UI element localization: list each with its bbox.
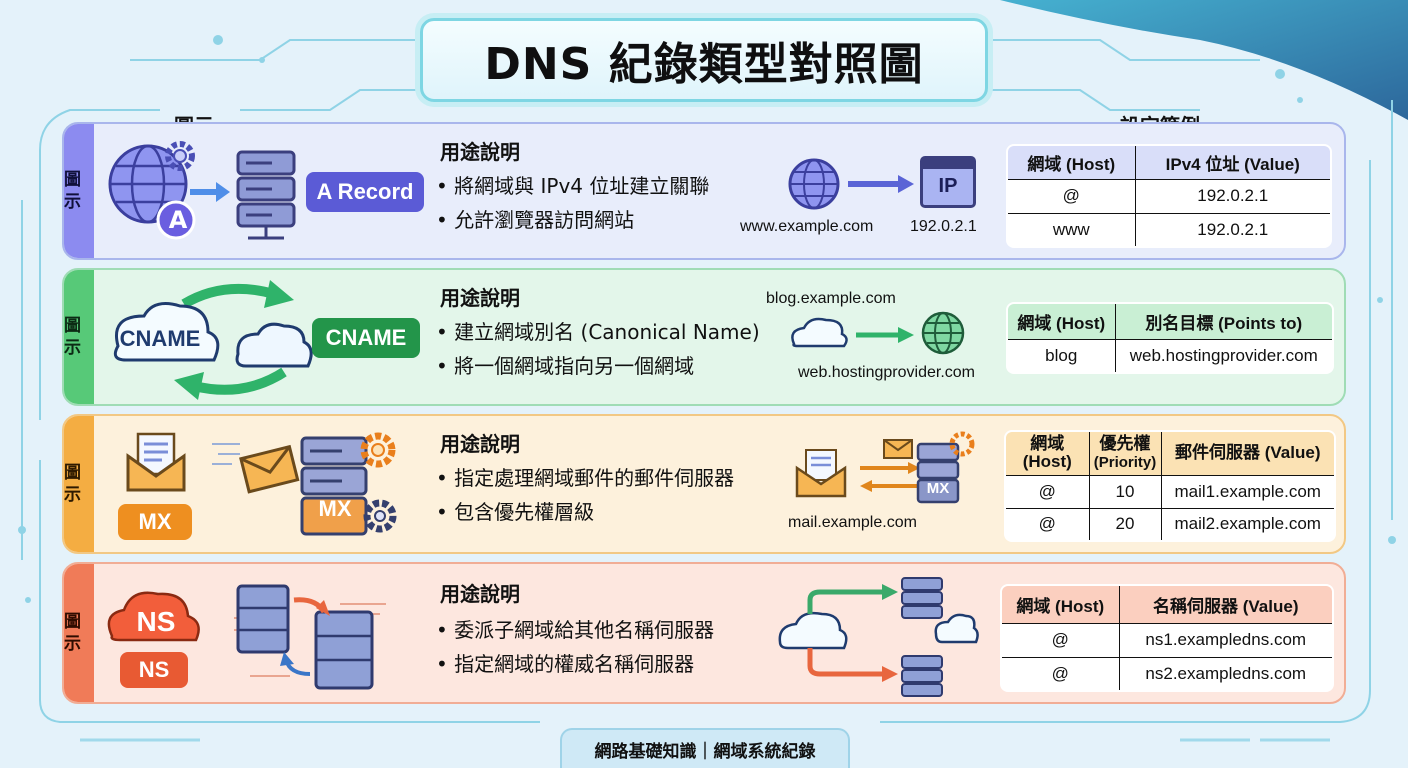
cname-table: 網域 (Host) 別名目標 (Points to) blog web.host… <box>1006 302 1334 374</box>
desc-title: 用途說明 <box>440 582 520 606</box>
ip-box-label: IP <box>938 175 958 197</box>
table-header: 別名目標 (Points to) <box>1114 304 1332 340</box>
side-label: 圖示 <box>64 416 94 552</box>
arrow-right-icon <box>190 182 230 202</box>
mail-icon <box>126 432 186 492</box>
desc-line-2: • 指定網域的權威名稱伺服器 <box>436 652 695 676</box>
mx-server-label: MX <box>318 496 352 521</box>
ns-badge: NS <box>120 652 188 688</box>
panel-a-record: 圖示 A A Record 用途說明 • 將網域與 IPv4 位址建立關聯 • … <box>62 122 1346 260</box>
globe-small-icon <box>921 311 965 355</box>
panel-ns-record: 圖示 NS NS 用途說明 • 委派子網域給其他名稱伺服器 • 指定網域的權威名… <box>62 562 1346 704</box>
ip-box: IP <box>920 156 976 208</box>
arrow-right-icon <box>848 175 914 193</box>
table-row: @ ns1.exampledns.com <box>1002 622 1332 658</box>
panel-mx-record: 圖示 MX MX 用途說明 • 指定處理網域郵件的郵件伺服器 • 包含優先權層級 <box>62 414 1346 554</box>
desc-line-1: • 建立網域別名 (Canonical Name) <box>436 320 760 344</box>
flow-to-label: 192.0.2.1 <box>910 218 977 235</box>
flow-from-label: www.example.com <box>740 218 874 235</box>
flow-from-label: blog.example.com <box>766 290 896 307</box>
table-header: 網域(Host) <box>1006 432 1090 476</box>
flow-from-label: mail.example.com <box>788 514 917 531</box>
mail-server-icon <box>300 432 397 536</box>
ns-delegation-flow-icon <box>778 577 979 697</box>
page-title: DNS 紀錄類型對照圖 <box>484 39 924 90</box>
table-header: 優先權(Priority) <box>1088 432 1162 476</box>
a-record-badge: A Record <box>306 172 424 212</box>
gear-icon <box>165 141 195 171</box>
globe-small-icon <box>788 158 840 210</box>
table-row: www 192.0.2.1 <box>1008 212 1330 246</box>
desc-line-1: • 委派子網域給其他名稱伺服器 <box>436 618 715 642</box>
desc-line-1: • 將網域與 IPv4 位址建立關聯 <box>436 174 710 198</box>
side-label: 圖示 <box>64 124 94 258</box>
desc-line-1: • 指定處理網域郵件的郵件伺服器 <box>436 466 735 490</box>
side-label: 圖示 <box>64 270 94 404</box>
desc-title: 用途說明 <box>440 432 520 456</box>
table-row: @ 20 mail2.example.com <box>1006 507 1334 540</box>
table-header: IPv4 位址 (Value) <box>1134 146 1330 180</box>
table-row: @ 10 mail1.example.com <box>1006 474 1334 509</box>
flow-to-label: web.hostingprovider.com <box>798 364 975 381</box>
cname-cloud-label: CNAME <box>119 326 201 351</box>
mx-small-label: MX <box>926 480 950 497</box>
cname-badge: CNAME <box>312 318 420 358</box>
table-row: blog web.hostingprovider.com <box>1008 338 1332 372</box>
cycle-arrows-icon <box>113 280 313 400</box>
ns-table: 網域 (Host) 名稱伺服器 (Value) @ ns1.exampledns… <box>1000 584 1334 692</box>
footer: 網路基礎知識｜網域系統紀錄 <box>560 728 850 768</box>
table-header: 名稱伺服器 (Value) <box>1118 586 1332 624</box>
ns-cloud-label: NS <box>136 606 176 637</box>
arrows-bidirectional-icon <box>860 439 920 492</box>
table-header: 網域 (Host) <box>1008 146 1136 180</box>
a-record-table: 網域 (Host) IPv4 位址 (Value) @ 192.0.2.1 ww… <box>1006 144 1332 248</box>
desc-line-2: • 允許瀏覽器訪問網站 <box>436 208 635 232</box>
table-row: @ 192.0.2.1 <box>1008 178 1330 214</box>
cloud-icon <box>107 591 200 642</box>
table-header: 網域 (Host) <box>1002 586 1120 624</box>
table-header: 網域 (Host) <box>1008 304 1116 340</box>
mx-server-small-icon <box>916 431 975 504</box>
mail-flying-icon <box>212 443 300 494</box>
cloud-icon <box>791 317 848 348</box>
desc-title: 用途說明 <box>440 286 520 310</box>
side-label: 圖示 <box>64 564 94 702</box>
arrow-right-icon <box>856 327 914 343</box>
a-letter: A <box>168 206 188 234</box>
table-header: 郵件伺服器 (Value) <box>1160 432 1334 476</box>
table-row: @ ns2.exampledns.com <box>1002 656 1332 690</box>
title-box: DNS 紀錄類型對照圖 <box>420 18 988 102</box>
desc-line-2: • 包含優先權層級 <box>436 500 595 524</box>
mx-badge: MX <box>118 504 192 540</box>
mx-table: 網域(Host) 優先權(Priority) 郵件伺服器 (Value) @ 1… <box>1004 430 1336 542</box>
panel-cname-record: 圖示 CNAME CNAME 用途說明 • 建立網域別名 (Canonical … <box>62 268 1346 406</box>
servers-delegation-icon <box>234 584 386 690</box>
desc-title: 用途說明 <box>440 140 520 164</box>
desc-line-2: • 將一個網域指向另一個網域 <box>436 354 695 378</box>
mail-icon <box>795 449 847 498</box>
server-icon <box>236 150 296 240</box>
